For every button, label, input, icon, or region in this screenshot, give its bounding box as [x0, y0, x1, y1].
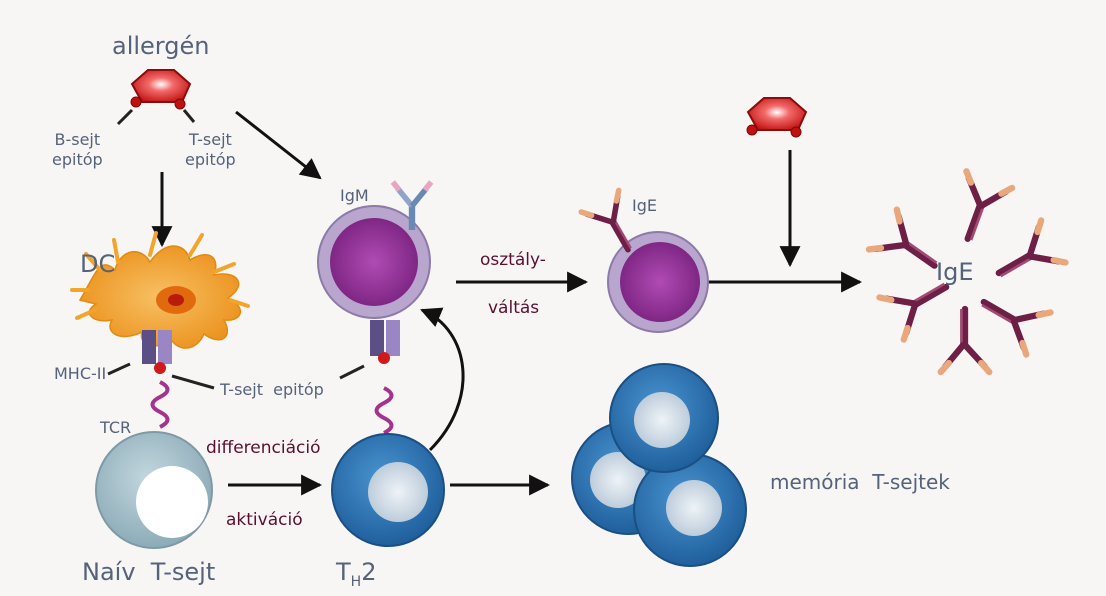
label-dc: DC	[80, 250, 116, 278]
naive-t-cell	[95, 431, 213, 549]
label-th2-sub: H	[350, 573, 362, 590]
memory-t-cells	[571, 363, 747, 567]
label-tcr: TCR	[100, 418, 132, 437]
allergen-molecule	[116, 69, 196, 126]
label-igm: IgM	[340, 186, 369, 205]
label-differentiation: differenciáció	[206, 438, 321, 458]
label-class-switch-2: váltás	[488, 298, 540, 318]
arrows	[151, 110, 863, 496]
label-th2-main: T	[336, 558, 351, 586]
label-b-cell-epitope: B-sejt epitóp	[52, 130, 103, 169]
label-activation: aktiváció	[226, 510, 303, 530]
label-t-cell-epitope-2: T-sejt epitóp	[220, 380, 324, 399]
label-memory-t-cells: memória T-sejtek	[770, 470, 950, 494]
label-ige-big: IgE	[936, 258, 974, 286]
label-mhc-ii: MHC-II	[54, 364, 107, 383]
b-cell-ige	[581, 190, 709, 333]
label-ige-small: IgE	[632, 196, 657, 215]
label-naive-t-cell: Naív T-sejt	[82, 558, 216, 586]
dendritic-cell	[70, 231, 250, 429]
label-allergen: allergén	[112, 32, 210, 60]
label-t-cell-epitope: T-sejt epitóp	[185, 130, 236, 169]
allergen-molecule-2	[746, 97, 807, 138]
th2-cell	[331, 433, 445, 547]
label-th2-tail: 2	[361, 558, 377, 586]
label-class-switch-1: osztály-	[480, 250, 546, 270]
label-th2: TH2	[336, 558, 376, 590]
b-cell-igm	[317, 180, 434, 435]
